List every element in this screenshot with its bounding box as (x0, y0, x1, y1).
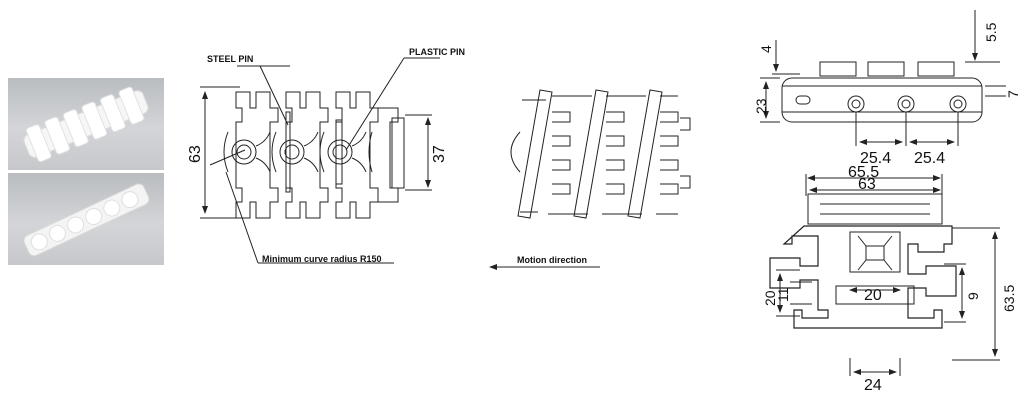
dim-23: 23 (753, 98, 769, 114)
hinge-series (223, 131, 373, 173)
plastic-pin-label: PLASTIC PIN (409, 47, 465, 57)
dim-5-5: 5.5 (983, 22, 999, 42)
dim-height-37: 37 (431, 145, 448, 163)
dim-20-vertical: 20 (762, 290, 778, 306)
curve-radius-label: Minimum curve radius R150 (262, 254, 382, 264)
chain-photo-bottom-drawing (23, 183, 150, 257)
dim-20-horizontal: 20 (864, 287, 882, 304)
steel-pin (285, 111, 291, 193)
end-view-top (760, 10, 1006, 146)
dim-11: 11 (775, 287, 791, 302)
dim-4: 4 (758, 45, 774, 53)
dim-pitch-b: 25.4 (914, 150, 945, 167)
cross-section (769, 174, 1000, 376)
side-view (489, 89, 691, 270)
chain-photo-bottom (8, 173, 164, 265)
dim-width-65-5: 65.5 (848, 164, 879, 181)
dim-height-63: 63 (187, 145, 204, 163)
chain-photo-top-drawing (23, 86, 149, 163)
chain-link-4 (376, 107, 405, 203)
steel-pin-label: STEEL PIN (207, 54, 253, 64)
dim-63-5: 63.5 (1001, 285, 1017, 312)
chain-photo-top (8, 78, 164, 170)
motion-direction-label: Motion direction (517, 255, 587, 265)
chain-link-2 (285, 91, 329, 219)
dim-7: 7 (1005, 90, 1021, 98)
top-view (200, 57, 440, 264)
chain-link-1 (235, 91, 279, 219)
plastic-pin (335, 119, 343, 185)
dim-width-63: 63 (858, 176, 876, 193)
dim-24: 24 (864, 377, 882, 394)
dim-pitch-a: 25.4 (860, 150, 891, 167)
dim-9: 9 (965, 292, 981, 300)
